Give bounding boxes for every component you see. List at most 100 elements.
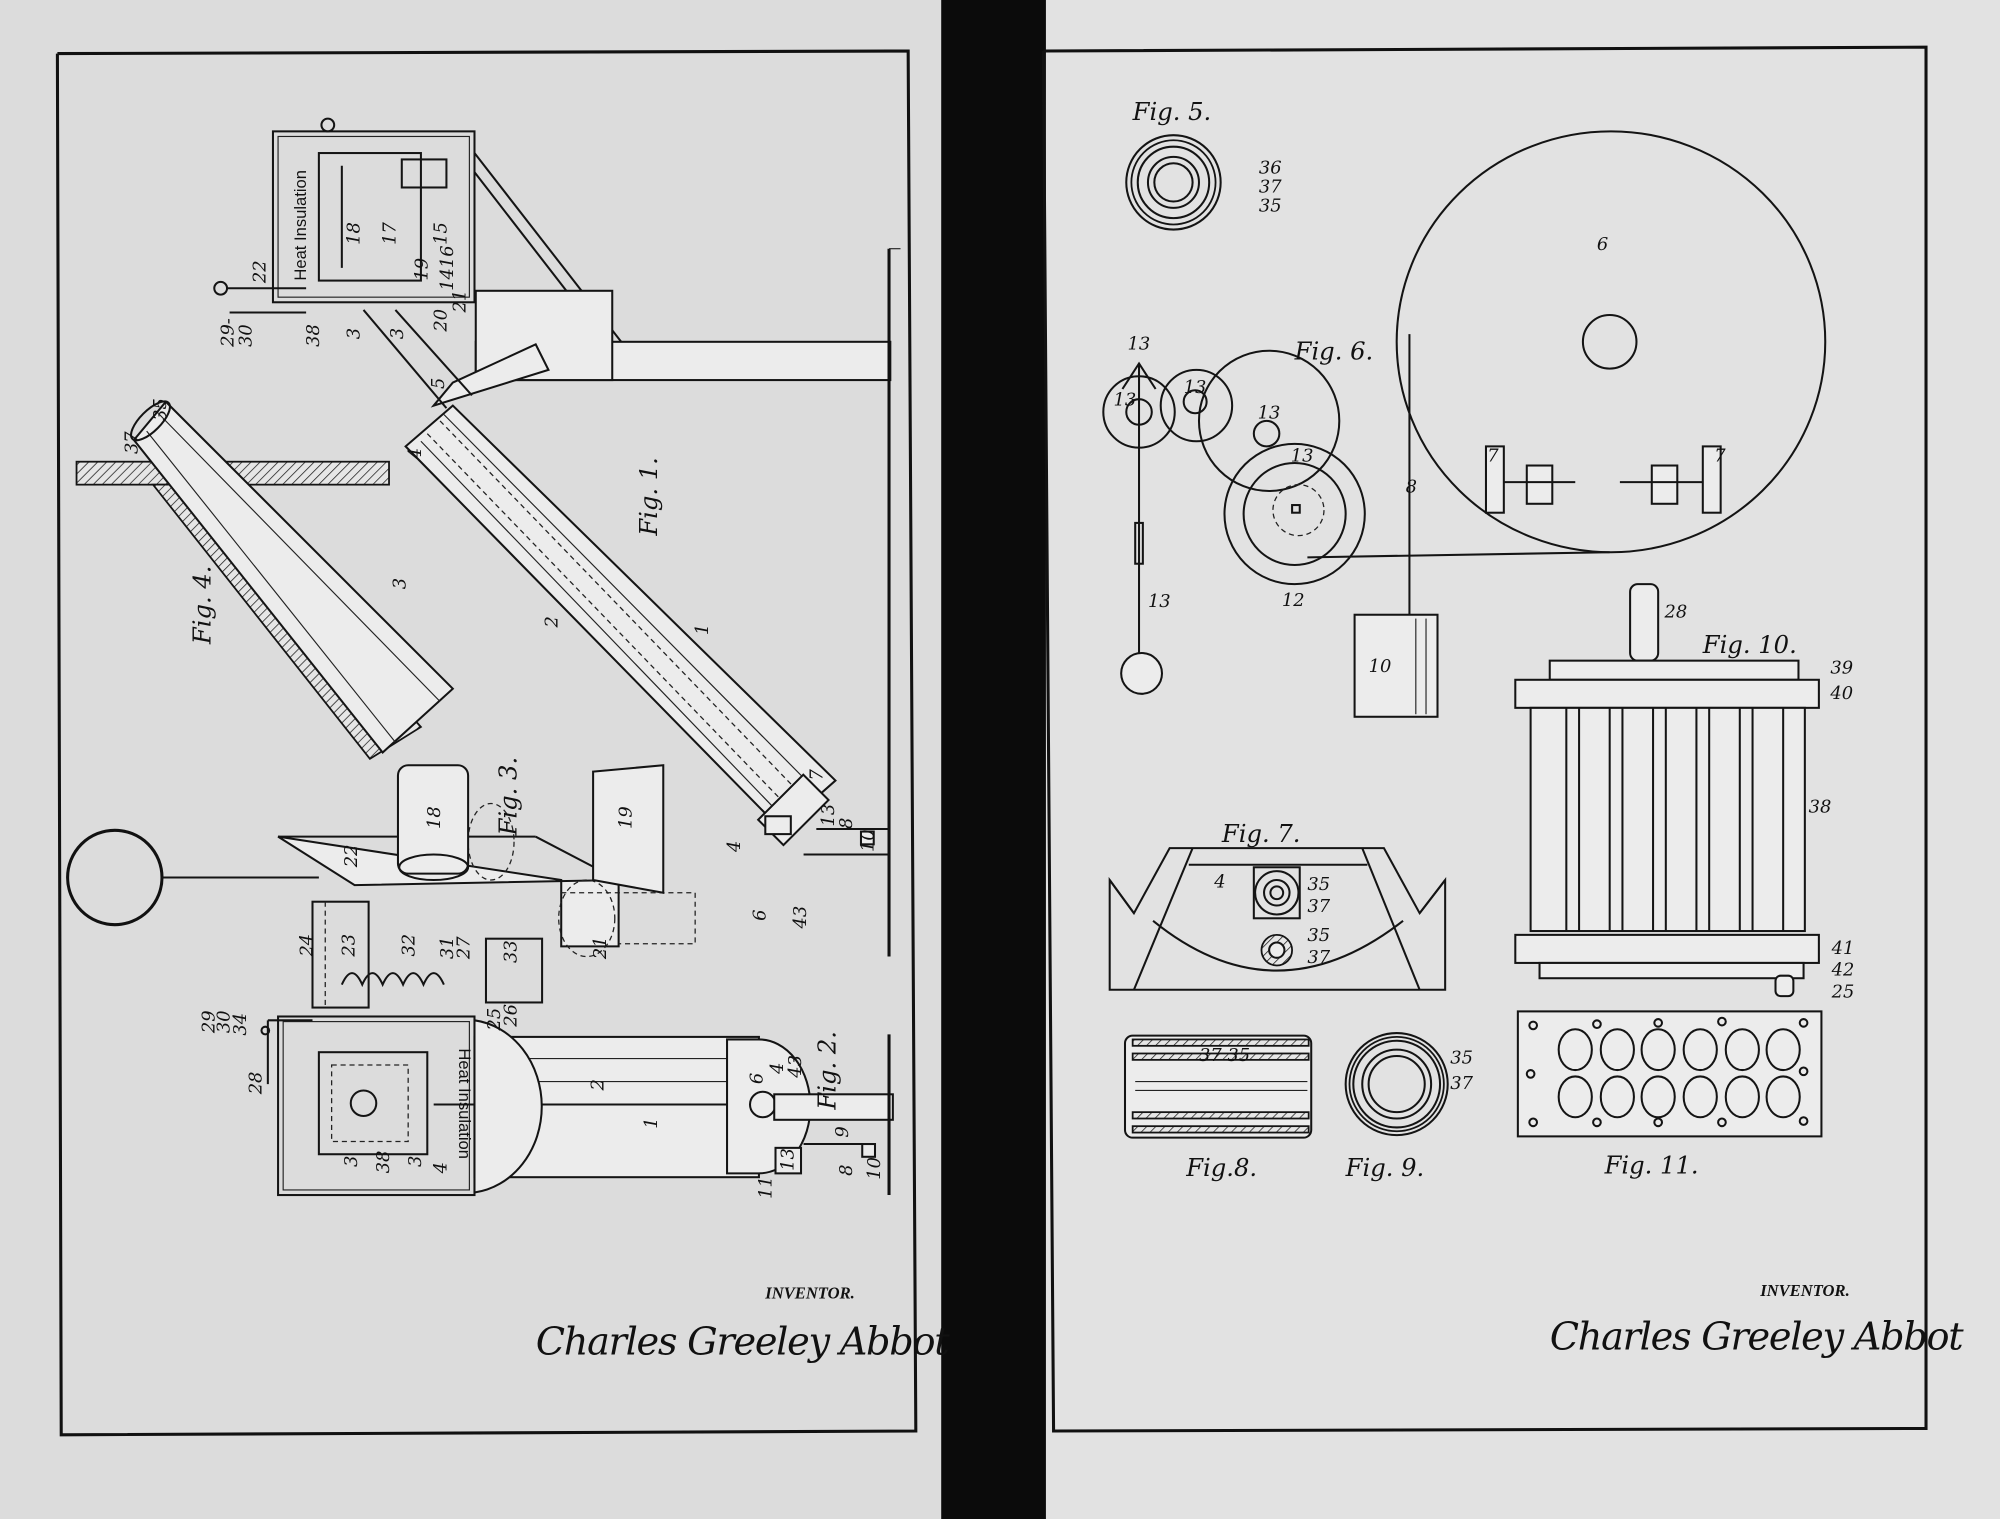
ref-numeral: 21 [450,290,471,314]
fig11-title: Fig. 11. [1604,1151,1699,1179]
ref-numeral: 28 [1664,601,1688,622]
left-inventor-label: INVENTOR. [764,1283,855,1302]
fig1-insulated-box [271,130,476,304]
ref-numeral: 7 [1487,446,1499,467]
ref-numeral: 11 [756,1176,777,1199]
ref-numeral: 12 [1282,590,1305,611]
left-sheet: Fig. 1. Heat Insulation 18 17 15 19 1416… [55,49,952,1437]
ref-numeral: 4 [1213,872,1225,893]
ref-numeral: 28 [245,1072,266,1096]
ref-numeral: 36 [1259,157,1282,178]
ref-numeral: 4 [724,841,745,853]
ref-numeral: 13 [1184,377,1207,398]
ref-numeral: 35 [1259,196,1282,217]
fig1-inner-receptacle [317,152,422,282]
sheet-gap [941,0,1046,1519]
ref-numeral: 7 [1714,446,1726,467]
ref-numeral: 22 [341,845,362,869]
ref-numeral: 41 [1831,938,1855,959]
ref-numeral: 13 [1258,402,1281,423]
ref-numeral: 7 [807,769,828,781]
fig6-pendulum-bob [1120,651,1164,695]
ref-numeral: 43 [785,1055,806,1079]
fig10-drawing [1514,583,1820,998]
fig3-cylinder-18 [396,764,470,875]
ref-numeral: 4 [430,1162,451,1174]
ref-numeral: 22 [249,260,270,284]
ref-numeral: 17 [379,222,400,245]
ref-numeral: 35 [150,398,171,421]
ref-numeral: 32 [399,934,420,957]
ref-numeral: 2 [541,616,562,628]
ref-numeral: 4 [405,448,426,460]
fig5-drawing [1125,134,1222,231]
fig3-plate [277,835,620,948]
ref-numeral: 30 [214,1010,235,1033]
fig3-drawing [66,764,696,958]
fig2-box-33 [484,937,544,1004]
ref-numeral: 6 [747,1073,768,1084]
right-sheet-paper [1045,0,2000,1519]
ref-numeral: 37 [1259,177,1282,198]
fig8-title: Fig.8. [1185,1154,1257,1182]
ref-numeral: 1416 [437,245,458,290]
ref-numeral: 27 [453,936,474,960]
fig7-drawing [1108,847,1447,991]
fig4-drawing [75,400,455,761]
right-inventor-signature: Charles Greeley Abbot [1550,1314,1965,1359]
ref-numeral: 37 [1307,896,1330,917]
fig9-title: Fig. 9. [1345,1154,1425,1182]
ref-numeral: 20 [430,309,451,333]
ref-numeral: 18 [344,222,365,245]
ref-numeral: 39 [1830,657,1853,678]
fig2-drawing [260,900,894,1197]
ref-numeral: 35 [1307,874,1330,895]
ref-numeral: 6 [749,909,770,920]
ref-numeral: 8 [836,818,857,829]
ref-numeral: 35 [1307,925,1330,946]
ref-numeral: 8 [1406,476,1417,497]
ref-numeral: 40 [1829,683,1853,704]
fig1-title: Fig. 1. [635,457,663,537]
ref-numeral: 25 [1831,981,1855,1002]
fig6-drum-6 [1395,130,1827,554]
ref-numeral: 5 [428,378,449,389]
ref-numeral: 6 [1597,234,1608,255]
fig8-drawing [1123,1034,1313,1139]
left-inventor-signature: Charles Greeley Abbot [536,1319,951,1364]
ref-numeral: 37 [122,431,143,454]
ref-numeral: 3 [387,328,408,339]
ref-numeral: 13 [777,1148,798,1171]
ref-numeral: 10 [1369,656,1392,677]
ref-numeral: 29 [198,1010,219,1034]
fig1-reference-numerals: 18 17 15 19 1416 22 20 21 29- 30 38 3 3 … [217,222,878,930]
fig11-drawing [1516,1010,1823,1138]
ref-numeral: 2 [587,1079,608,1091]
ref-numeral: 42 [1831,960,1855,981]
ref-numeral: 37 [1450,1073,1473,1094]
ref-numeral: 15 [430,222,451,245]
ref-numeral: 26 [501,1004,522,1028]
fig9-drawing [1344,1032,1449,1137]
ref-numeral: 9 [832,1126,853,1137]
ref-numeral: 24 [296,934,317,958]
ref-numeral: 35 [1450,1048,1473,1069]
ref-numeral: 25 [484,1008,505,1032]
ref-numeral: 19 [615,806,636,829]
fig4-tube-section [132,400,455,754]
ref-numeral: 13 [1148,591,1171,612]
ref-numeral: 23 [339,934,360,958]
ref-numeral: 29- [217,318,238,348]
fig5-title: Fig. 5. [1132,98,1212,126]
right-sheet-border [1041,45,1928,1433]
right-sheet: Fig. 5. 36 37 35 Fi [1041,45,1966,1433]
ref-numeral: 38 [303,324,324,347]
fig7-title: Fig. 7. [1221,820,1301,848]
fig3-title: Fig. 3. [495,757,523,837]
ref-numeral: 37 35 [1199,1045,1250,1066]
ref-numeral: 1 [692,624,713,635]
ref-numeral: 19 [411,258,432,281]
ref-numeral: 30 [235,324,256,347]
ref-numeral: 33 [501,940,522,963]
